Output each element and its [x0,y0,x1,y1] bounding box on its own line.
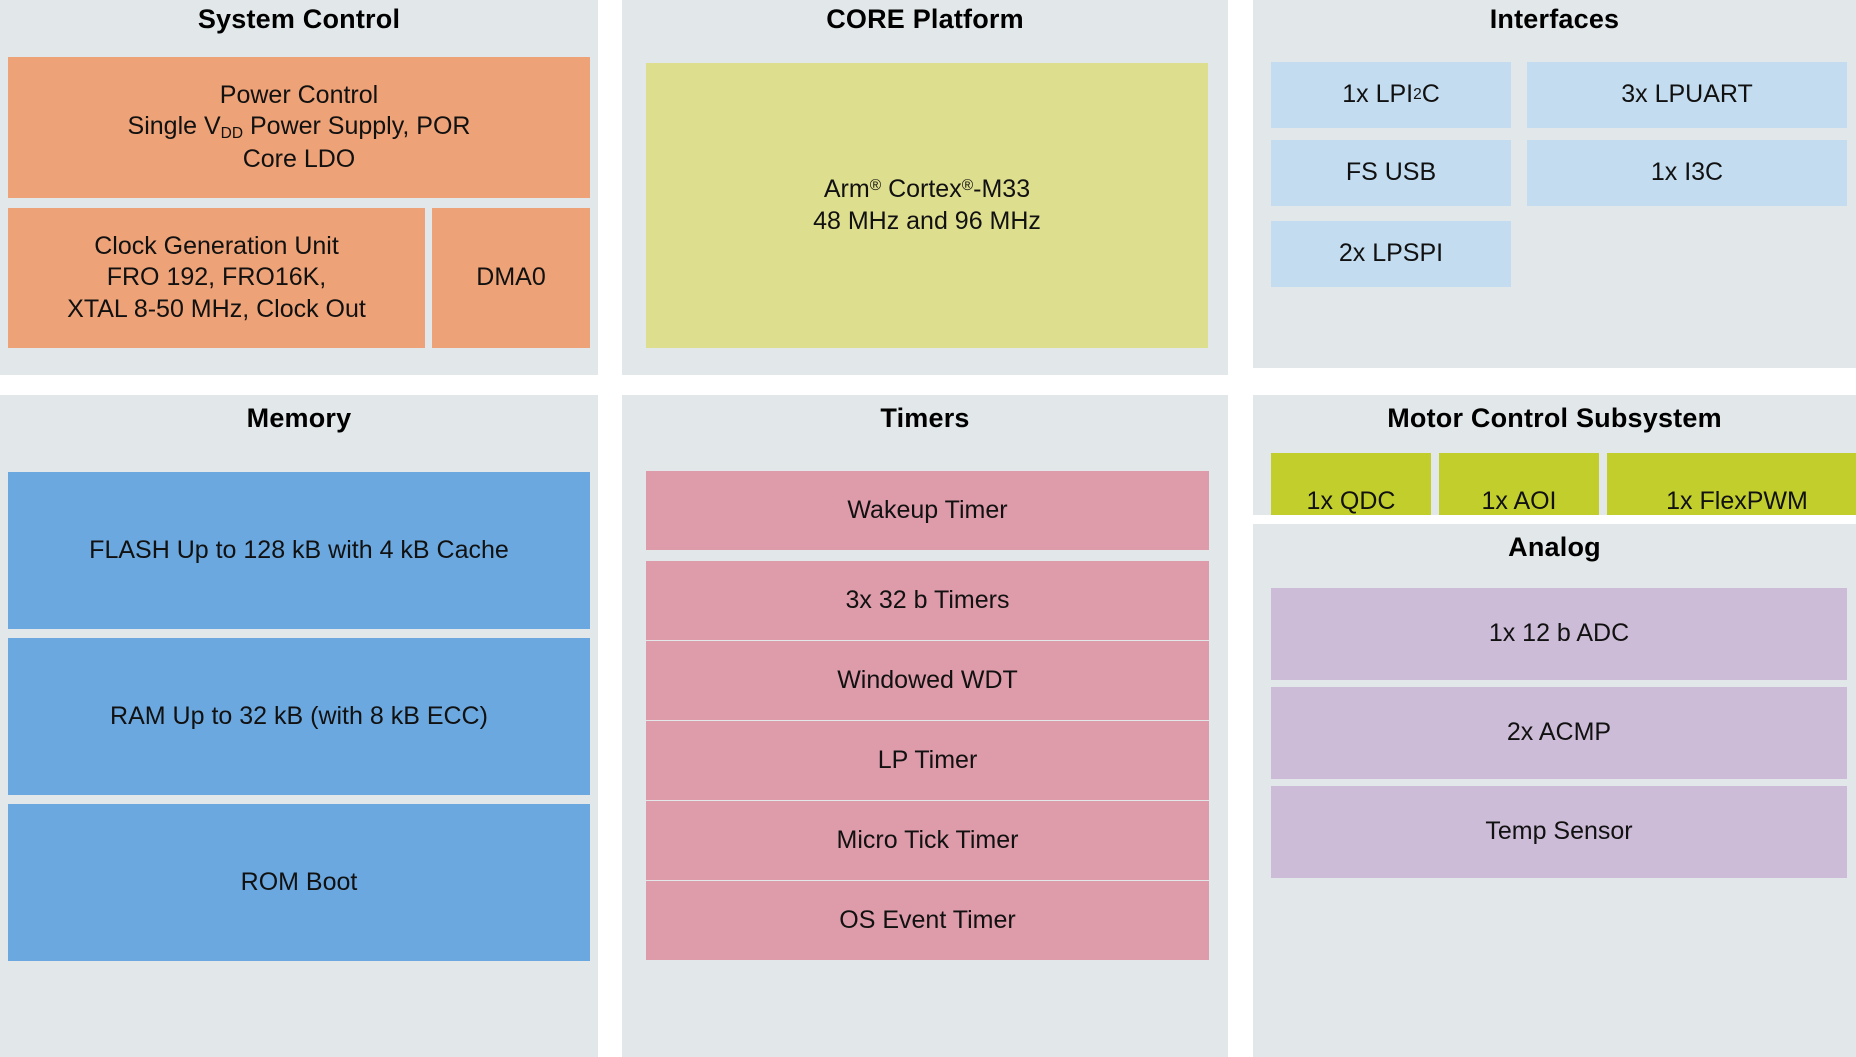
vdd-subscript: DD [220,125,244,143]
panel-memory: Memory FLASH Up to 128 kB with 4 kB Cach… [0,395,598,1057]
panel-title-timers: Timers [880,403,970,433]
block-rom-boot[interactable]: ROM Boot [8,804,590,961]
registered-mark-arm: ® [869,177,882,195]
block-adc[interactable]: 1x 12 b ADC [1271,588,1847,680]
block-wakeup-timer[interactable]: Wakeup Timer [646,471,1209,550]
block-acmp[interactable]: 2x ACMP [1271,687,1847,779]
block-lp-timer[interactable]: LP Timer [646,721,1209,800]
block-micro-tick-timer[interactable]: Micro Tick Timer [646,801,1209,880]
block-clock-generation-unit[interactable]: Clock Generation Unit FRO 192, FRO16K, X… [8,208,425,348]
panel-motor-control-subsystem: Motor Control Subsystem 1x QDC 1x AOI 1x… [1253,395,1856,515]
panel-analog: Analog 1x 12 b ADC 2x ACMP Temp Sensor [1253,524,1856,1057]
block-lpspi[interactable]: 2x LPSPI [1271,221,1511,287]
block-dma0[interactable]: DMA0 [432,208,590,348]
power-control-line-2: Single VDD Power Supply, POR [128,111,471,143]
power-control-line-2-post: Power Supply, POR [243,112,471,141]
block-windowed-wdt[interactable]: Windowed WDT [646,641,1209,720]
block-lpuart[interactable]: 3x LPUART [1527,62,1847,128]
cpu-line-1-mid: Cortex [881,175,962,203]
block-power-control[interactable]: Power Control Single VDD Power Supply, P… [8,57,590,198]
registered-mark-cortex: ® [961,177,974,195]
cpu-line-1-pre: Arm [823,175,870,203]
panel-core-platform: CORE Platform Arm® Cortex®-M33 48 MHz an… [622,0,1228,375]
clock-line-1: Clock Generation Unit [94,231,339,260]
block-fs-usb[interactable]: FS USB [1271,140,1511,206]
panel-title-motor-control: Motor Control Subsystem [1387,403,1722,433]
panel-title-analog: Analog [1508,532,1601,562]
power-control-line-1: Power Control [219,80,379,109]
power-control-line-3: Core LDO [242,144,356,173]
block-i3c[interactable]: 1x I3C [1527,140,1847,206]
clock-line-2: FRO 192, FRO16K, [106,263,327,292]
block-flash[interactable]: FLASH Up to 128 kB with 4 kB Cache [8,472,590,629]
clock-line-3: XTAL 8-50 MHz, Clock Out [67,294,366,323]
cpu-line-1-post: -M33 [973,175,1031,203]
panel-system-control: System Control Power Control Single VDD … [0,0,598,375]
block-flexpwm[interactable]: 1x FlexPWM [1607,453,1856,515]
panel-title-core-platform: CORE Platform [826,4,1024,34]
panel-title-system-control: System Control [197,4,401,34]
lpi2c-post: C [1421,80,1440,109]
lpi2c-pre: 1x LPI [1342,80,1414,109]
cpu-line-2: 48 MHz and 96 MHz [813,206,1041,235]
panel-title-memory: Memory [246,403,352,433]
panel-timers: Timers Wakeup Timer 3x 32 b Timers Windo… [622,395,1228,1057]
block-ram[interactable]: RAM Up to 32 kB (with 8 kB ECC) [8,638,590,795]
panel-title-interfaces: Interfaces [1489,4,1620,34]
block-32b-timers[interactable]: 3x 32 b Timers [646,561,1209,640]
cpu-line-1: Arm® Cortex®-M33 [824,174,1030,206]
block-arm-cortex-m33[interactable]: Arm® Cortex®-M33 48 MHz and 96 MHz [646,63,1208,348]
block-temp-sensor[interactable]: Temp Sensor [1271,786,1847,878]
lpi2c-superscript-2: 2 [1413,86,1422,104]
block-aoi[interactable]: 1x AOI [1439,453,1599,515]
power-control-line-2-pre: Single V [127,112,221,141]
block-os-event-timer[interactable]: OS Event Timer [646,881,1209,960]
block-qdc[interactable]: 1x QDC [1271,453,1431,515]
